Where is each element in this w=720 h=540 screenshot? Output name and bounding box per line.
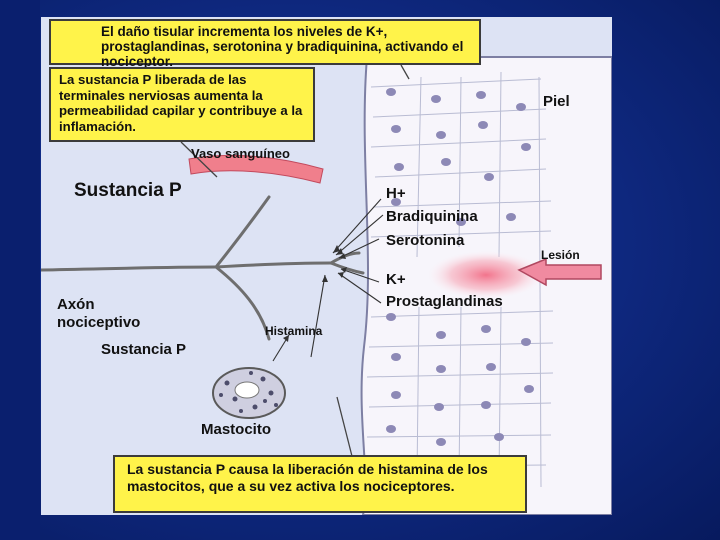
label-injury: Lesión xyxy=(541,248,580,262)
diagram-illustration xyxy=(41,17,612,515)
cell-nuclei xyxy=(386,88,534,446)
label-bradykinin: Bradiquinina xyxy=(386,208,478,225)
label-axon-line1: Axón xyxy=(57,296,95,313)
mediator-arrowheads xyxy=(283,245,347,342)
label-mast-cell: Mastocito xyxy=(201,421,272,438)
label-substance-p-top: Sustancia P xyxy=(74,180,182,201)
label-h-plus: H+ xyxy=(386,185,406,202)
callout-histamine-release: La sustancia P causa la liberación de hi… xyxy=(113,455,527,513)
label-skin: Piel xyxy=(543,93,570,110)
label-prostaglandins: Prostaglandinas xyxy=(386,293,503,310)
slide-left-band xyxy=(0,0,40,540)
label-blood-vessel: Vaso sanguíneo xyxy=(191,146,290,161)
injury-site xyxy=(428,251,544,299)
blood-vessel xyxy=(188,154,324,184)
label-substance-p-bottom: Sustancia P xyxy=(101,341,187,358)
callout-tissue-damage: El daño tisular incrementa los niveles d… xyxy=(49,19,481,69)
callout-substance-p-release: La sustancia P liberada de las terminale… xyxy=(49,67,315,142)
mast-cell xyxy=(212,367,286,419)
nociceptive-axon xyxy=(41,195,365,341)
injury-arrow xyxy=(517,257,602,287)
diagram-panel: El daño tisular incrementa los niveles d… xyxy=(41,17,612,515)
label-axon-line2: nociceptivo xyxy=(57,314,141,331)
label-serotonin: Serotonina xyxy=(386,232,465,249)
label-histamine: Histamina xyxy=(265,324,323,338)
label-k-plus: K+ xyxy=(386,271,406,288)
mediator-arrows xyxy=(272,198,384,362)
